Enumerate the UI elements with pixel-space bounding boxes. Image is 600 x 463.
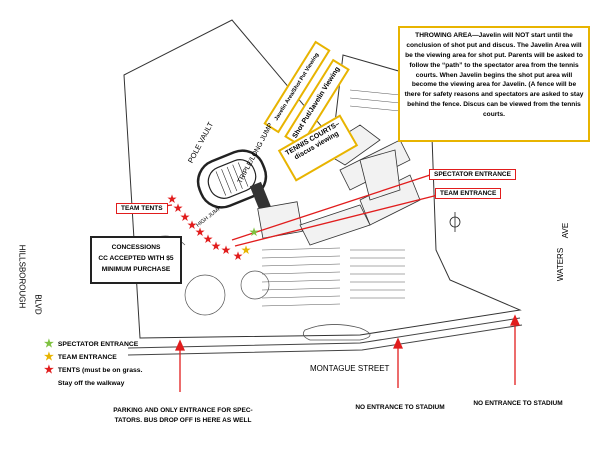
concessions-line1: CONCESSIONS (111, 244, 161, 251)
parking-note: PARKING AND ONLY ENTRANCE FOR SPEC- TATO… (113, 407, 253, 424)
north-arrow-icon (449, 212, 461, 232)
yellow-star-icon: ★ (44, 351, 54, 363)
parking-lots (261, 89, 405, 307)
hillsborough-label: HILLSBOROUGH (17, 244, 27, 309)
tent-stars: ★ ★ ★ ★ ★ ★ ★ ★ ★ (167, 192, 244, 263)
red-star-icon: ★ (203, 232, 214, 246)
legend-spectator: ★ SPECTATOR ENTRANCE (44, 338, 139, 350)
stadium-track (196, 149, 268, 209)
throwing-area-note: THROWING AREA—Javelin will NOT start unt… (398, 26, 590, 142)
spectator-entrance-label: SPECTATOR ENTRANCE (429, 169, 516, 180)
montague-street-label: MONTAGUE STREET (310, 364, 390, 373)
inner-road (302, 324, 371, 341)
red-star-icon: ★ (211, 239, 222, 253)
green-star-icon: ★ (44, 338, 54, 350)
red-star-icon: ★ (233, 249, 244, 263)
red-star-icon: ★ (195, 225, 206, 239)
arrows (174, 314, 521, 392)
green-star-icon: ★ (249, 225, 260, 239)
legend-tents: ★ TENTS (must be on grass. Stay off the … (44, 364, 143, 387)
concessions-line2: CC ACCEPTED WITH $5 (98, 255, 174, 263)
waters-label: WATERS (556, 247, 566, 282)
no-entrance-note-2: NO ENTRANCE TO STADIUM (473, 400, 563, 407)
no-entrance-note-1: NO ENTRANCE TO STADIUM (355, 404, 445, 411)
concessions-box: CONCESSIONS CC ACCEPTED WITH $5 MINIMUM … (90, 236, 182, 284)
throwing-area-text: THROWING AREA—Javelin will NOT start unt… (404, 32, 584, 119)
grandstand (249, 181, 273, 215)
yellow-star-icon: ★ (241, 243, 252, 257)
ave-label: AVE (561, 222, 571, 239)
red-star-icon: ★ (173, 201, 184, 215)
red-star-icon: ★ (221, 243, 232, 257)
red-star-icon: ★ (180, 210, 191, 224)
team-tents-label: TEAM TENTS (116, 203, 168, 214)
blvd-label: BLVD (33, 294, 43, 315)
concessions-line3: MINIMUM PURCHASE (101, 266, 171, 274)
legend-team: ★ TEAM ENTRANCE (44, 351, 117, 363)
red-star-icon: ★ (187, 218, 198, 232)
montague-road (127, 317, 521, 349)
montague-road-inner (127, 324, 523, 356)
team-entrance-label: TEAM ENTRANCE (435, 188, 502, 199)
red-star-icon: ★ (167, 192, 178, 206)
red-star-icon: ★ (44, 364, 54, 376)
